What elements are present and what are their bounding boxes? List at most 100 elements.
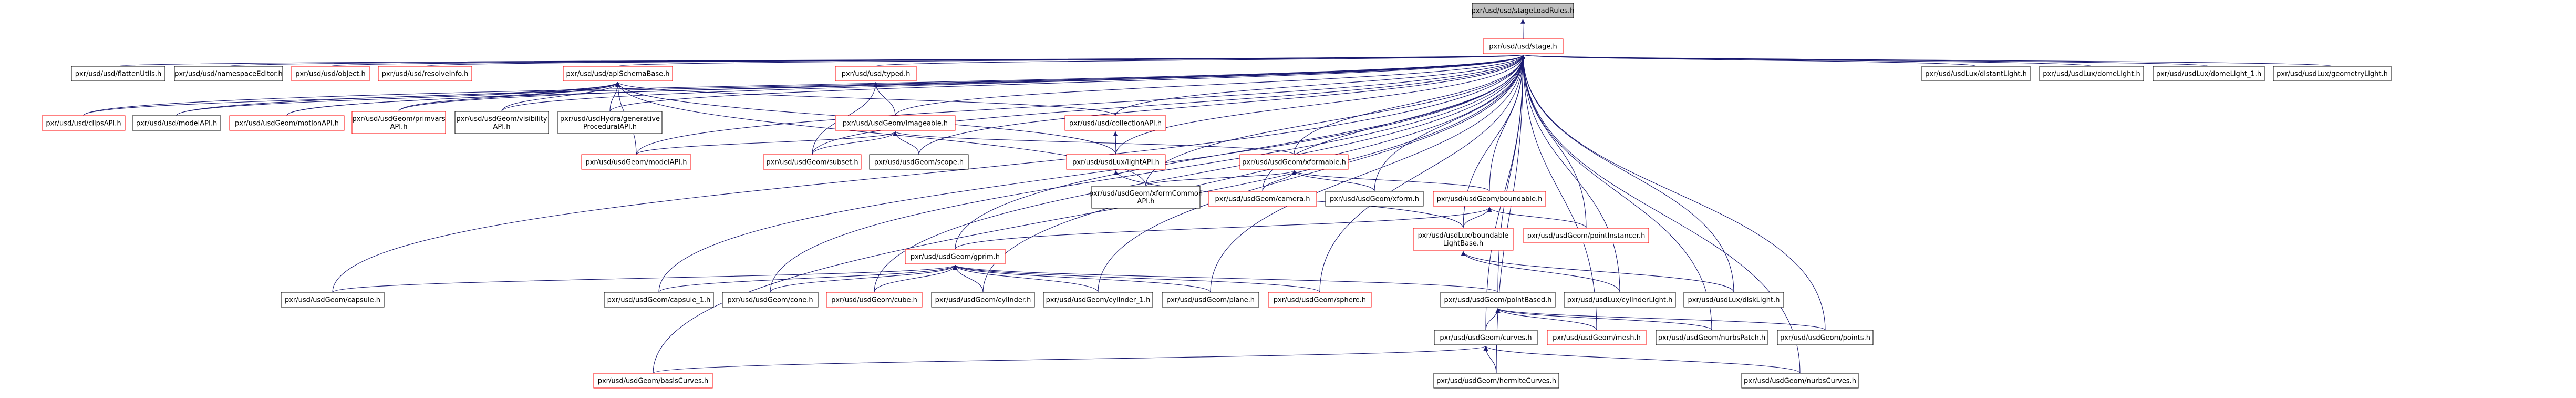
node-box [1433, 373, 1559, 389]
node-label: API.h [1137, 198, 1155, 206]
node-label: pxr/usd/usdGeom/nurbsPatch.h [1658, 334, 1766, 342]
node-label: pxr/usd/usdLux/domeLight.h [2043, 70, 2140, 78]
node-capsule[interactable]: pxr/usd/usdGeom/capsule.h [281, 292, 385, 308]
edge-nurbs-patch-to-point-based [1495, 308, 1712, 331]
node-label: pxr/usd/usdLux/cylinderLight.h [1567, 297, 1673, 304]
edge-collection-api-to-stage [1115, 54, 1526, 116]
node-cylinder1[interactable]: pxr/usd/usdGeom/cylinder_1.h [1043, 292, 1153, 308]
node-model-api[interactable]: pxr/usd/usd/modelAPI.h [132, 115, 221, 131]
node-point-instancer[interactable]: pxr/usd/usdGeom/pointInstancer.h [1523, 228, 1649, 243]
node-label: ProceduralAPI.h [583, 123, 637, 131]
node-resolve-info[interactable]: pxr/usd/usd/resolveInfo.h [378, 66, 472, 81]
node-basis-curves[interactable]: pxr/usd/usdGeom/basisCurves.h [593, 373, 713, 389]
node-xform[interactable]: pxr/usd/usdGeom/xform.h [1325, 191, 1424, 207]
node-point-based[interactable]: pxr/usd/usdGeom/pointBased.h [1440, 292, 1556, 308]
node-label: pxr/usd/usdGeom/capsule.h [285, 297, 380, 304]
edge-typed-to-stage [875, 54, 1525, 67]
edge-model-api-to-api-schema-base [176, 81, 620, 116]
node-scope[interactable]: pxr/usd/usdGeom/scope.h [869, 154, 969, 170]
node-label: pxr/usd/usd/object.h [295, 70, 365, 78]
node-box [1741, 373, 1859, 389]
node-subset[interactable]: pxr/usd/usdGeom/subset.h [763, 154, 862, 170]
node-collection-api[interactable]: pxr/usd/usd/collectionAPI.h [1064, 115, 1166, 131]
node-label: pxr/usd/usdGeom/points.h [1780, 334, 1870, 342]
node-nurbs-patch[interactable]: pxr/usd/usdGeom/nurbsPatch.h [1656, 330, 1768, 345]
node-dome-light1[interactable]: pxr/usd/usdLux/domeLight_1.h [2153, 66, 2265, 81]
node-box [835, 66, 917, 81]
edge-cylinder-light-to-stage [1520, 54, 1620, 293]
node-cube[interactable]: pxr/usd/usdGeom/cube.h [826, 292, 923, 308]
node-cone[interactable]: pxr/usd/usdGeom/cone.h [722, 292, 819, 308]
node-cylinder[interactable]: pxr/usd/usdGeom/cylinder.h [931, 292, 1035, 308]
node-box [1564, 292, 1676, 308]
node-camera[interactable]: pxr/usd/usdGeom/camera.h [1208, 191, 1317, 207]
node-box [763, 154, 862, 170]
edge-boundable-to-xformable [1291, 170, 1490, 192]
edge-collection-api-to-api-schema-base [615, 81, 1116, 116]
edge-point-instancer-to-stage [1520, 54, 1587, 229]
node-label: pxr/usd/usd/collectionAPI.h [1069, 120, 1162, 128]
node-label: LightBase.h [1443, 240, 1483, 248]
node-generative-api[interactable]: pxr/usd/usdHydra/generativeProceduralAPI… [557, 111, 663, 134]
edge-cylinder1-to-stage [1098, 54, 1526, 293]
node-box [604, 292, 714, 308]
node-imageable[interactable]: pxr/usd/usdGeom/imageable.h [835, 115, 956, 131]
edge-hermite-curves-to-stage [1496, 54, 1526, 374]
node-light-api[interactable]: pxr/usd/usdLux/lightAPI.h [1066, 154, 1166, 170]
edge-light-api-to-collection-api [1113, 131, 1118, 155]
node-label: pxr/usd/usd/clipsAPI.h [46, 120, 121, 128]
node-box [229, 115, 345, 131]
node-clips-api[interactable]: pxr/usd/usd/clipsAPI.h [42, 115, 126, 131]
node-flatten-utils[interactable]: pxr/usd/usd/flattenUtils.h [71, 66, 165, 81]
edge-sphere-to-gprim [953, 264, 1320, 293]
node-api-schema-base[interactable]: pxr/usd/usd/apiSchemaBase.h [563, 66, 673, 81]
node-label: pxr/usd/usdGeom/imageable.h [843, 120, 948, 128]
node-plane[interactable]: pxr/usd/usdGeom/plane.h [1162, 292, 1259, 308]
node-sphere[interactable]: pxr/usd/usdGeom/sphere.h [1268, 292, 1372, 308]
node-mesh[interactable]: pxr/usd/usdGeom/mesh.h [1547, 330, 1647, 345]
node-label: pxr/usd/usdGeom/motionAPI.h [235, 120, 339, 128]
node-box [1208, 191, 1317, 207]
edge-scope-to-imageable [893, 131, 919, 155]
node-boundable[interactable]: pxr/usd/usdGeom/boundable.h [1433, 191, 1546, 207]
node-label: pxr/usd/usdGeom/primvars [352, 115, 446, 123]
node-xformable[interactable]: pxr/usd/usdGeom/xformable.h [1239, 154, 1349, 170]
node-namespace-editor[interactable]: pxr/usd/usd/namespaceEditor.h [174, 66, 283, 81]
edge-curves-to-point-based [1485, 308, 1501, 331]
node-box [1413, 228, 1514, 251]
edge-plane-to-stage [1210, 54, 1526, 293]
node-nurbs-curves[interactable]: pxr/usd/usdGeom/nurbsCurves.h [1741, 373, 1859, 389]
node-stage[interactable]: pxr/usd/usd/stage.h [1483, 38, 1564, 54]
node-typed[interactable]: pxr/usd/usd/typed.h [835, 66, 917, 81]
node-curves[interactable]: pxr/usd/usdGeom/curves.h [1434, 330, 1538, 345]
node-motion-api[interactable]: pxr/usd/usdGeom/motionAPI.h [229, 115, 345, 131]
node-hermite-curves[interactable]: pxr/usd/usdGeom/hermiteCurves.h [1433, 373, 1559, 389]
node-box [42, 115, 126, 131]
node-capsule1[interactable]: pxr/usd/usdGeom/capsule_1.h [604, 292, 714, 308]
node-geom-model-api[interactable]: pxr/usd/usdGeom/modelAPI.h [581, 154, 691, 170]
node-box [2273, 66, 2392, 81]
node-dome-light[interactable]: pxr/usd/usdLux/domeLight.h [2039, 66, 2144, 81]
node-box [2039, 66, 2144, 81]
node-disk-light[interactable]: pxr/usd/usdLux/diskLight.h [1683, 292, 1784, 308]
node-points[interactable]: pxr/usd/usdGeom/points.h [1777, 330, 1874, 345]
edge-xformable-to-stage [1294, 54, 1526, 155]
node-label: pxr/usd/usd/typed.h [842, 70, 911, 78]
edge-model-api-to-stage [176, 54, 1526, 116]
node-label: pxr/usd/usdGeom/basisCurves.h [598, 377, 709, 385]
edge-xformable-to-imageable [893, 131, 1295, 155]
node-gprim[interactable]: pxr/usd/usdGeom/gprim.h [905, 249, 1006, 264]
edge-nurbs-curves-to-curves [1483, 345, 1801, 374]
edge-mesh-to-point-based [1495, 308, 1597, 331]
node-cylinder-light[interactable]: pxr/usd/usdLux/cylinderLight.h [1564, 292, 1676, 308]
node-geometry-light[interactable]: pxr/usd/usdLux/geometryLight.h [2273, 66, 2392, 81]
node-distant-light[interactable]: pxr/usd/usdLux/distantLight.h [1921, 66, 2031, 81]
edge-cylinder-light-to-boundable-light-base [1461, 251, 1620, 293]
edge-xform-to-xformable [1291, 170, 1375, 192]
node-object[interactable]: pxr/usd/usd/object.h [291, 66, 370, 81]
node-label: pxr/usd/usdGeom/plane.h [1166, 297, 1255, 304]
